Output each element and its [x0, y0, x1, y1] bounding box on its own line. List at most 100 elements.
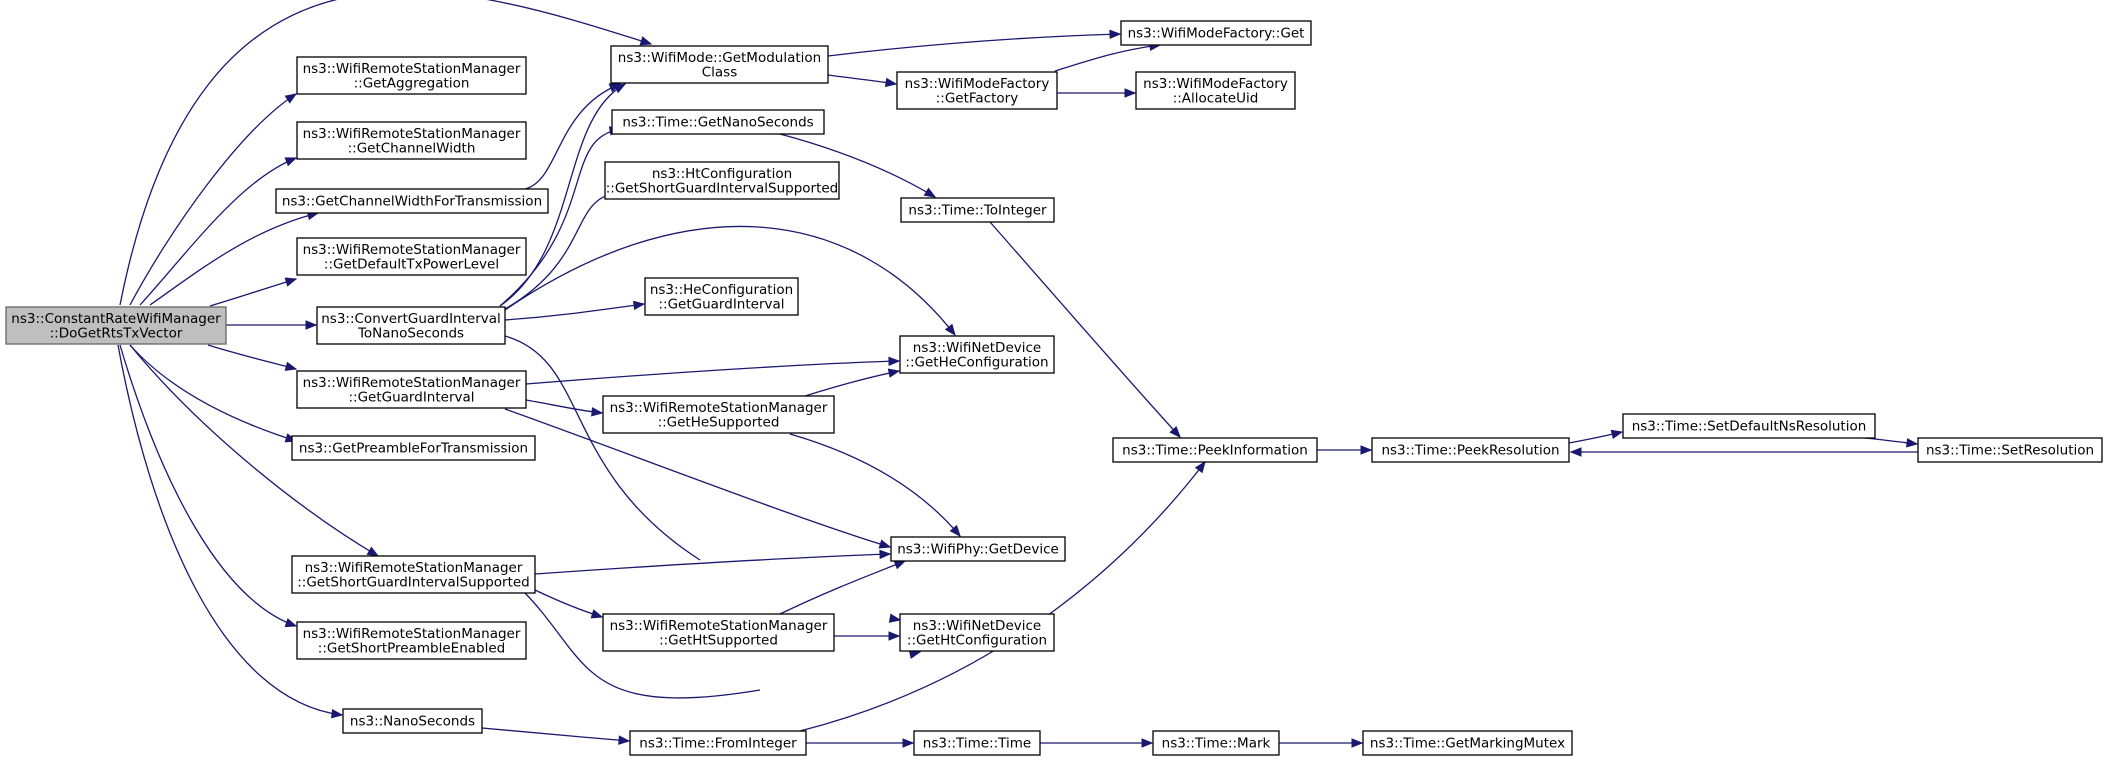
node-getHtSupported[interactable]: ns3::WifiRemoteStationManager::GetHtSupp…	[602, 613, 835, 652]
arrow-head	[1351, 738, 1364, 748]
node-netDeviceGetHeConfig[interactable]: ns3::WifiNetDevice::GetHeConfiguration	[899, 335, 1055, 374]
node-timePeekInformation[interactable]: ns3::Time::PeekInformation	[1112, 437, 1318, 463]
node-box	[296, 56, 527, 95]
node-label-line: ::GetHeSupported	[658, 414, 780, 430]
node-label-line: Class	[702, 64, 738, 80]
edge-line	[525, 360, 900, 385]
edge-getModulationClass-to-modeFactoryGet	[827, 29, 1122, 57]
node-label-line: ns3::WifiRemoteStationManager	[303, 61, 521, 77]
node-getChannelWidthForTx[interactable]: ns3::GetChannelWidthForTransmission	[275, 188, 549, 214]
arrow-head	[632, 300, 646, 311]
node-label-line: ns3::GetPreambleForTransmission	[299, 441, 528, 457]
node-netDeviceGetHtConfig[interactable]: ns3::WifiNetDevice::GetHtConfiguration	[899, 613, 1055, 652]
node-heConfigGetGI[interactable]: ns3::HeConfiguration::GetGuardInterval	[644, 277, 799, 316]
node-timeSetDefaultNsResolution[interactable]: ns3::Time::SetDefaultNsResolution	[1622, 413, 1876, 439]
node-htConfigGetSGI[interactable]: ns3::HtConfiguration::GetShortGuardInter…	[604, 161, 840, 200]
node-box	[1135, 71, 1296, 110]
node-getGuardInterval[interactable]: ns3::WifiRemoteStationManager::GetGuardI…	[296, 370, 527, 409]
node-timeGetNanoSeconds[interactable]: ns3::Time::GetNanoSeconds	[611, 109, 825, 135]
node-box	[5, 306, 227, 345]
node-label-line: ns3::Time::GetNanoSeconds	[622, 115, 813, 131]
arrow-head	[284, 157, 298, 167]
node-getShortPreambleEnabled[interactable]: ns3::WifiRemoteStationManager::GetShortP…	[296, 621, 527, 660]
edge-timeSetDefaultNsResolution-to-timeSetResolution	[1864, 437, 1919, 448]
arrow-head	[1124, 88, 1137, 98]
node-timeSetResolution[interactable]: ns3::Time::SetResolution	[1917, 437, 2103, 463]
node-timeGetMarkingMutex[interactable]: ns3::Time::GetMarkingMutex	[1362, 730, 1573, 756]
node-box	[899, 613, 1055, 652]
node-label-line: ::GetFactory	[936, 90, 1018, 106]
node-getChannelWidth[interactable]: ns3::WifiRemoteStationManager::GetChanne…	[296, 121, 527, 160]
node-modeFactoryGet[interactable]: ns3::WifiModeFactory::Get	[1120, 20, 1312, 46]
edge-timeFromInteger-to-timeTime	[806, 738, 915, 748]
node-label-line: ns3::WifiMode::GetModulation	[618, 50, 821, 66]
node-label-line: ::AllocateUid	[1173, 90, 1259, 106]
node-box	[291, 435, 536, 461]
node-getPreambleForTx[interactable]: ns3::GetPreambleForTransmission	[291, 435, 536, 461]
node-getAggregation[interactable]: ns3::WifiRemoteStationManager::GetAggreg…	[296, 56, 527, 95]
edge-convertGuardInterval-to-heConfigGetGI	[504, 300, 646, 321]
node-box	[275, 188, 549, 214]
node-label-line: ns3::Time::FromInteger	[639, 736, 797, 752]
edge-getModulationClass-to-modeFactoryGetFactory	[827, 74, 898, 88]
edge-line	[504, 192, 617, 310]
node-box	[1622, 413, 1876, 439]
node-box	[900, 197, 1055, 223]
arrow-head	[1169, 426, 1181, 438]
node-label-line: ns3::Time::PeekResolution	[1381, 443, 1559, 459]
edge-line	[119, 0, 652, 306]
node-timeToInteger[interactable]: ns3::Time::ToInteger	[900, 197, 1055, 223]
node-timeMark[interactable]: ns3::Time::Mark	[1152, 730, 1280, 756]
node-root[interactable]: ns3::ConstantRateWifiManager::DoGetRtsTx…	[5, 306, 227, 345]
edges-layer	[117, 0, 1919, 748]
node-label-line: ::GetChannelWidth	[348, 140, 476, 156]
node-getShortGuardIntervalSupported[interactable]: ns3::WifiRemoteStationManager::GetShortG…	[291, 555, 536, 594]
node-box	[316, 306, 506, 345]
node-box	[899, 335, 1055, 374]
node-label-line: ns3::WifiNetDevice	[913, 340, 1041, 356]
arrow-head	[944, 323, 956, 337]
arrow-head	[590, 609, 604, 619]
node-timePeekResolution[interactable]: ns3::Time::PeekResolution	[1371, 437, 1570, 463]
node-nanoSeconds[interactable]: ns3::NanoSeconds	[342, 708, 483, 734]
node-getDefaultTxPowerLevel[interactable]: ns3::WifiRemoteStationManager::GetDefaul…	[296, 237, 527, 276]
arrow-head	[618, 735, 631, 745]
node-timeTime[interactable]: ns3::Time::Time	[913, 730, 1041, 756]
node-label-line: ns3::WifiModeFactory::Get	[1128, 26, 1305, 42]
node-modeFactoryAllocateUid[interactable]: ns3::WifiModeFactory::AllocateUid	[1135, 71, 1296, 110]
edge-line	[504, 335, 701, 561]
arrow-head	[888, 631, 901, 641]
edge-getHeSupported-to-netDeviceGetHeConfig	[804, 368, 901, 397]
edge-line	[499, 128, 621, 307]
node-label-line: ::GetHeConfiguration	[905, 354, 1048, 370]
node-box	[291, 555, 536, 594]
edge-root-to-getAggregation	[129, 93, 298, 306]
node-label-line: ::GetShortGuardIntervalSupported	[297, 574, 530, 590]
node-getHeSupported[interactable]: ns3::WifiRemoteStationManager::GetHeSupp…	[602, 395, 835, 434]
node-phyGetDevice[interactable]: ns3::WifiPhy::GetDevice	[890, 536, 1066, 562]
node-box	[1917, 437, 2103, 463]
node-box	[1371, 437, 1570, 463]
arrow-head	[949, 524, 961, 538]
node-label-line: ns3::WifiRemoteStationManager	[303, 126, 521, 142]
edge-root-to-getGuardInterval	[207, 344, 298, 371]
node-box	[1112, 437, 1318, 463]
node-label-line: ::GetGuardInterval	[658, 296, 784, 312]
node-label-line: ::GetAggregation	[354, 75, 470, 91]
node-box	[602, 613, 835, 652]
node-label-line: ns3::Time::Mark	[1162, 736, 1271, 752]
arrow-head	[887, 368, 901, 378]
node-label-line: ns3::WifiRemoteStationManager	[303, 375, 521, 391]
edge-line	[504, 303, 645, 321]
node-label-line: ns3::Time::ToInteger	[908, 203, 1047, 219]
node-modeFactoryGetFactory[interactable]: ns3::WifiModeFactory::GetFactory	[896, 71, 1058, 110]
edge-line	[209, 278, 297, 307]
node-label-line: ns3::GetChannelWidthForTransmission	[282, 194, 542, 210]
node-timeFromInteger[interactable]: ns3::Time::FromInteger	[629, 730, 807, 756]
arrow-head	[1109, 29, 1122, 40]
edge-line	[524, 592, 761, 699]
edge-modeFactoryGetFactory-to-modeFactoryAllocateUid	[1057, 88, 1137, 98]
arrow-head	[902, 738, 915, 748]
